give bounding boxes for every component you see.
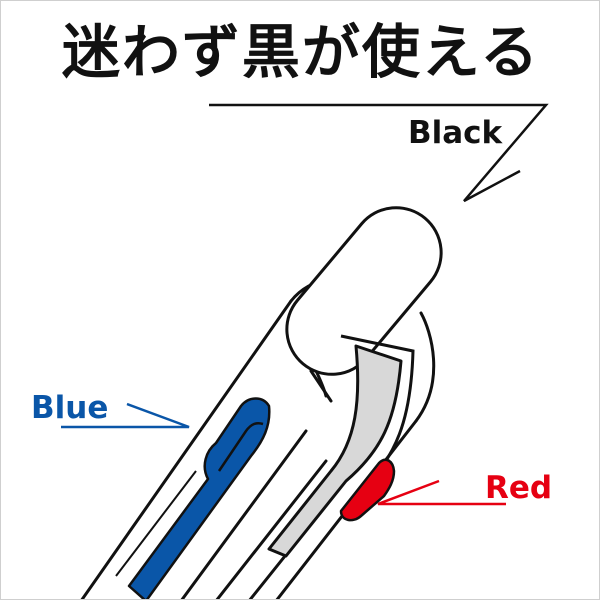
label-blue: Blue (31, 390, 109, 426)
blue-callout (61, 402, 190, 429)
label-black: Black (408, 115, 503, 151)
red-slider[interactable] (339, 458, 396, 522)
black-callout (209, 103, 549, 203)
black-knock[interactable] (268, 189, 459, 392)
red-callout (377, 479, 506, 506)
headline: 迷わず黒が使える (61, 18, 541, 86)
blue-slider[interactable] (115, 397, 271, 600)
label-red: Red (485, 470, 553, 506)
